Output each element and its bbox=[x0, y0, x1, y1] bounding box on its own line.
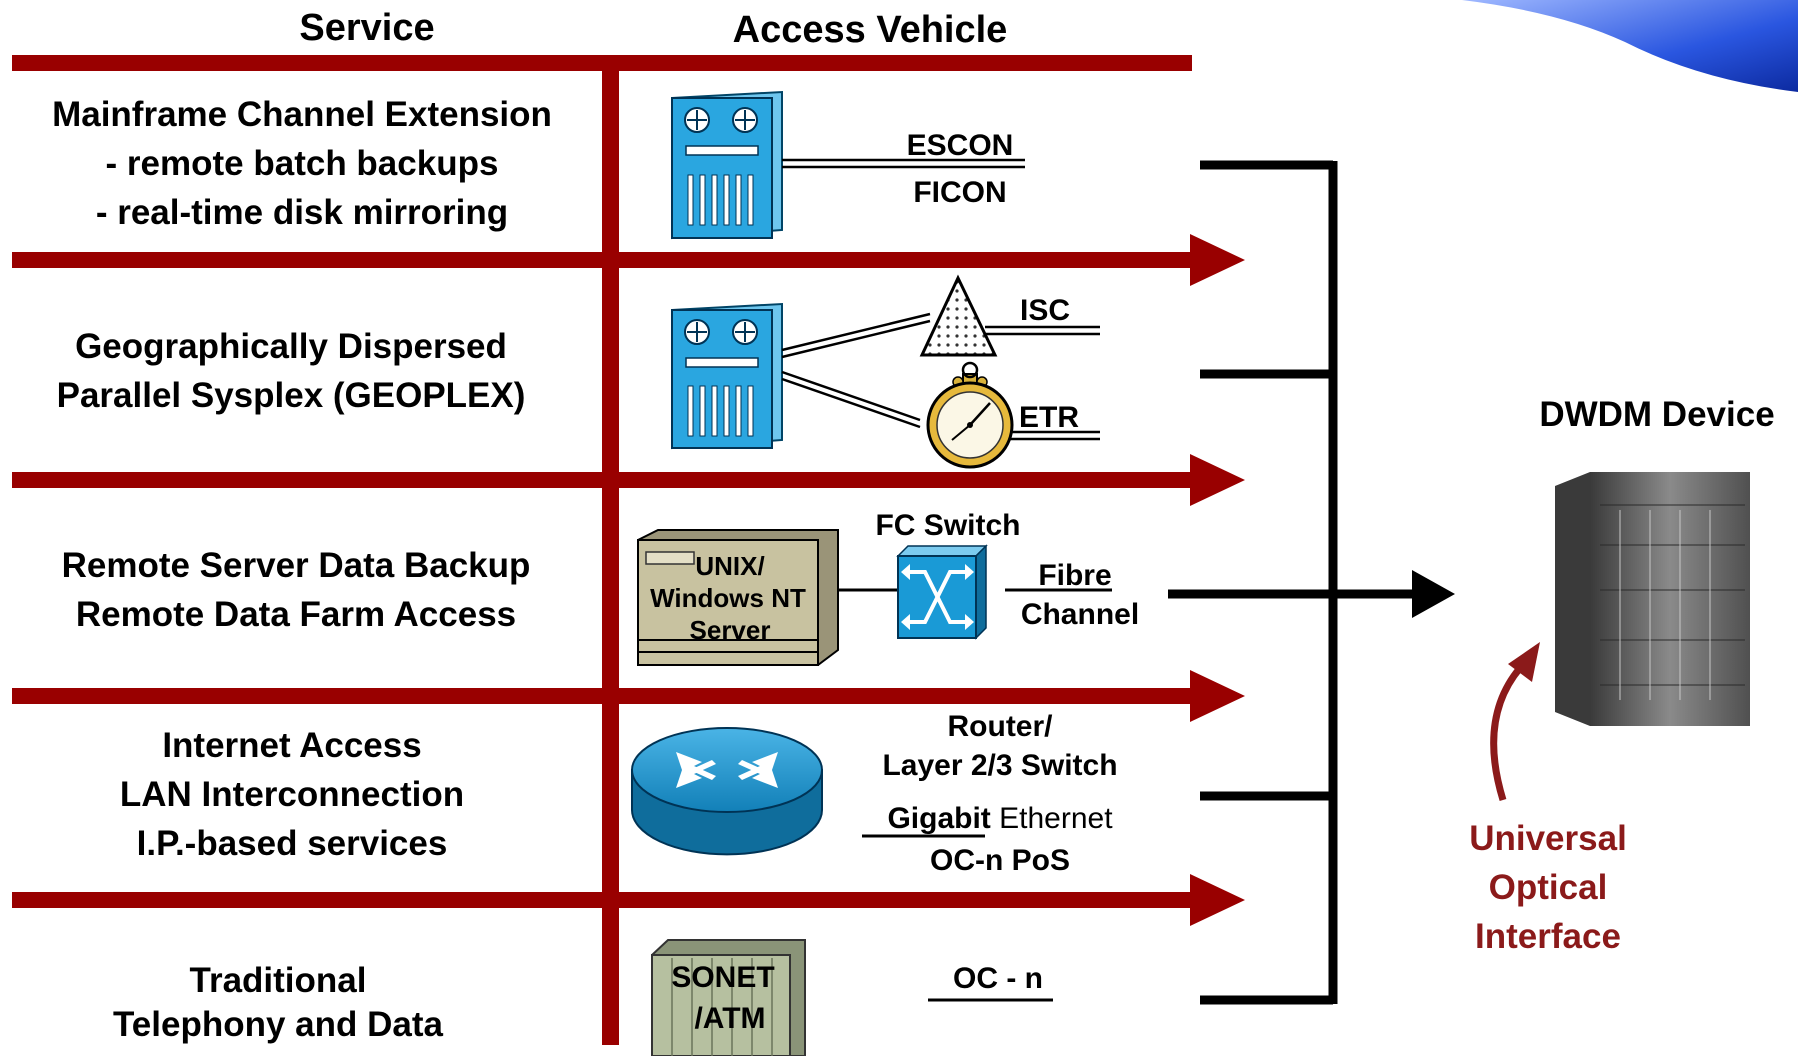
uoi-line-2: Optical bbox=[1489, 868, 1608, 907]
atm-label: /ATM bbox=[694, 1002, 765, 1035]
dwdm-device-image bbox=[1555, 472, 1750, 726]
unix-server-icon bbox=[637, 529, 839, 666]
ethernet-text: Ethernet bbox=[991, 802, 1113, 835]
uoi-arrowhead bbox=[1508, 642, 1540, 682]
uoi-line-3: Interface bbox=[1475, 917, 1621, 956]
header-access-vehicle: Access Vehicle bbox=[733, 9, 1008, 51]
router-label-1: Router/ bbox=[948, 710, 1054, 743]
gigabit-text: Gigabit bbox=[887, 802, 990, 835]
server-label-1: UNIX/ bbox=[695, 551, 764, 581]
mainframe-icon-1 bbox=[671, 90, 783, 240]
service-4-line-3: I.P.-based services bbox=[137, 824, 448, 863]
uoi-curved-arrow bbox=[1490, 665, 1523, 802]
etr-link bbox=[781, 370, 1100, 441]
service-5-line-2: Telephony and Data bbox=[113, 1005, 443, 1044]
service-2-line-1: Geographically Dispersed bbox=[75, 327, 507, 366]
service-2-line-2: Parallel Sysplex (GEOPLEX) bbox=[57, 376, 526, 415]
gigabit-ethernet-label: Gigabit Ethernet bbox=[887, 802, 1113, 835]
router-label-2: Layer 2/3 Switch bbox=[882, 749, 1117, 782]
escon-label: ESCON bbox=[907, 129, 1014, 162]
band-arrow-3 bbox=[12, 670, 1245, 722]
band-arrow-1 bbox=[12, 234, 1245, 286]
isc-label: ISC bbox=[1020, 294, 1070, 327]
service-5-line-1: Traditional bbox=[190, 961, 367, 1000]
band-arrow-4 bbox=[12, 874, 1245, 926]
service-3-line-2: Remote Data Farm Access bbox=[76, 595, 516, 634]
sonet-atm-icon bbox=[651, 939, 806, 1056]
fc-switch-icon bbox=[896, 544, 988, 640]
server-label-2: Windows NT bbox=[650, 583, 806, 613]
fc-switch-label: FC Switch bbox=[875, 509, 1020, 542]
channel-label: Channel bbox=[1021, 598, 1139, 631]
band-arrow-2 bbox=[12, 454, 1245, 506]
service-1-line-2: - remote batch backups bbox=[106, 144, 499, 183]
sonet-label: SONET bbox=[671, 961, 774, 994]
oc-n-label: OC - n bbox=[953, 962, 1043, 995]
oc-n-pos-label: OC-n PoS bbox=[930, 844, 1070, 877]
fibre-label: Fibre bbox=[1038, 559, 1111, 592]
service-column: Mainframe Channel Extension - remote bat… bbox=[52, 95, 552, 1044]
service-4-line-1: Internet Access bbox=[162, 726, 421, 765]
escon-link bbox=[782, 158, 1025, 169]
coupling-facility-icon bbox=[919, 274, 998, 357]
service-3-line-1: Remote Server Data Backup bbox=[62, 546, 531, 585]
service-1-line-1: Mainframe Channel Extension bbox=[52, 95, 552, 134]
server-label-3: Server bbox=[690, 615, 771, 645]
stopwatch-icon bbox=[926, 361, 1014, 469]
isc-link bbox=[781, 312, 1100, 359]
service-1-line-3: - real-time disk mirroring bbox=[96, 193, 508, 232]
mainframe-icon-2 bbox=[671, 302, 783, 450]
etr-label: ETR bbox=[1019, 401, 1079, 434]
bus-arrowhead bbox=[1412, 570, 1455, 618]
router-icon bbox=[631, 727, 823, 856]
dwdm-device-label: DWDM Device bbox=[1539, 395, 1774, 434]
row-dividers bbox=[12, 55, 1245, 1045]
aggregation-bus bbox=[1168, 160, 1420, 1005]
header-service: Service bbox=[299, 7, 434, 49]
ficon-label: FICON bbox=[913, 176, 1006, 209]
column-divider bbox=[602, 55, 619, 1045]
service-4-line-2: LAN Interconnection bbox=[120, 775, 464, 814]
corner-logo-swoosh bbox=[1462, 0, 1798, 92]
uoi-line-1: Universal bbox=[1469, 819, 1627, 858]
